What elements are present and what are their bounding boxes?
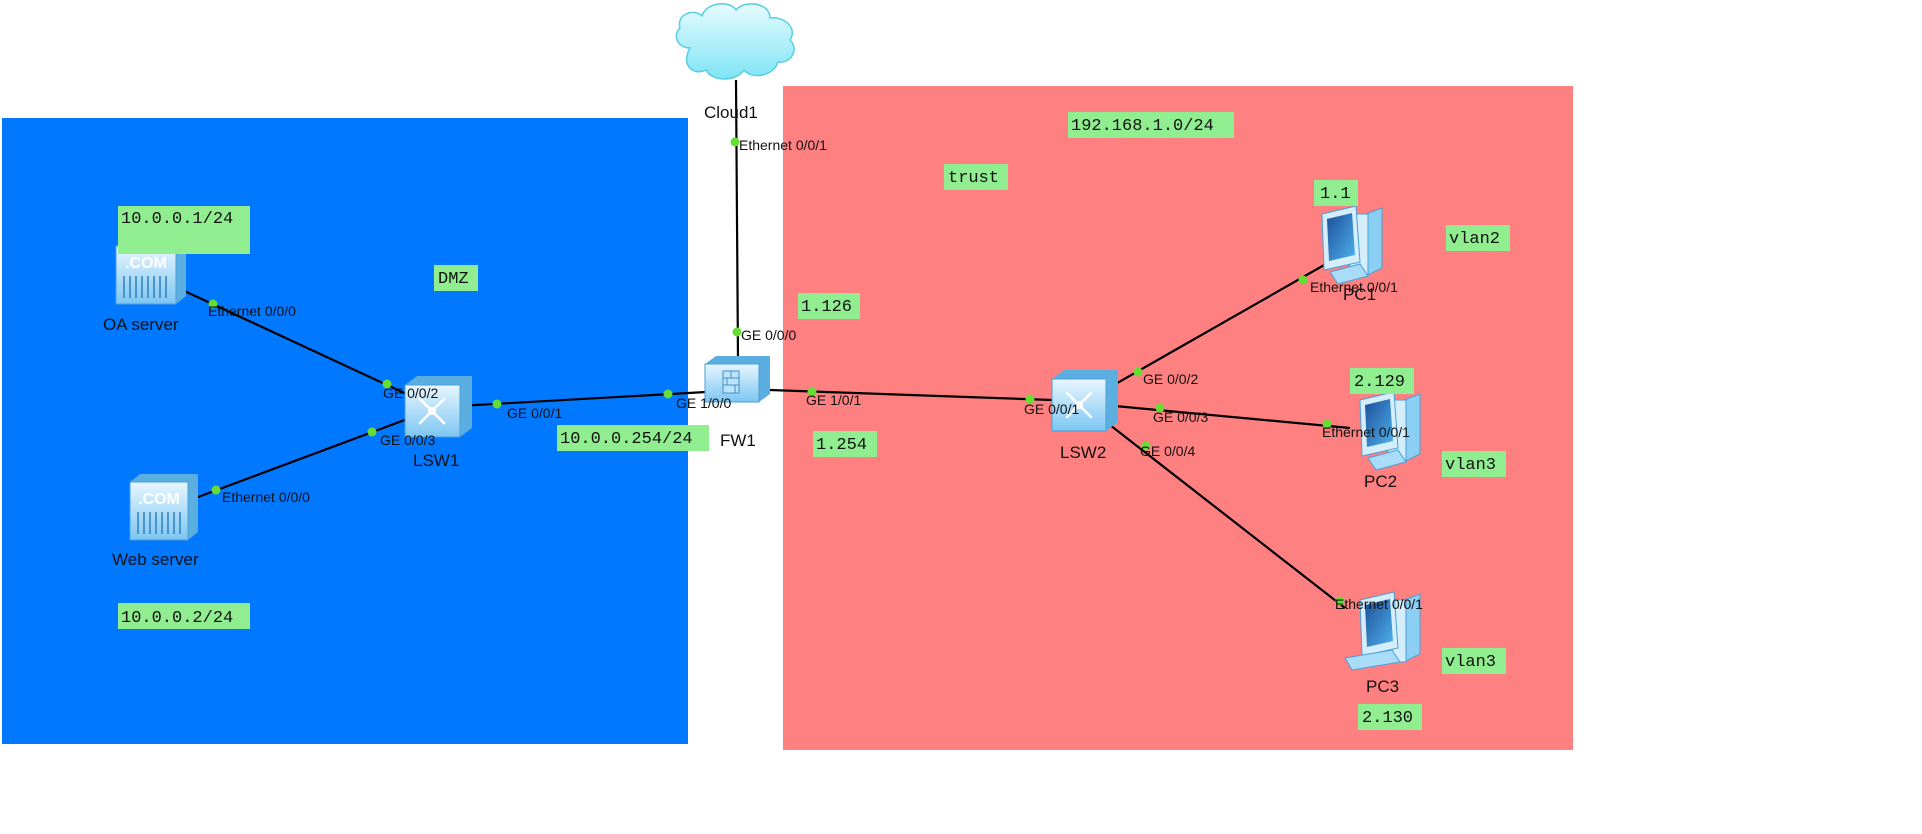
fw1-device[interactable]: FW1	[704, 356, 770, 450]
svg-text:.COM: .COM	[138, 491, 180, 508]
link-lsw2-pc2	[1114, 404, 1351, 430]
link-lsw2-pc3	[1109, 424, 1346, 609]
port-dot	[1155, 403, 1165, 413]
pc3-device[interactable]: PC3	[1344, 591, 1421, 696]
port-label-lsw2-ge004: GE 0/0/4	[1140, 443, 1195, 459]
trust-zone	[783, 86, 1573, 750]
switch-icon	[1051, 370, 1118, 432]
note-fw-dmz-ip: 10.0.0.254/24	[560, 430, 693, 449]
web-server-device[interactable]: .COM Web server	[112, 474, 199, 569]
link-cloud1-fw1	[734, 79, 740, 361]
port-dot	[1335, 596, 1345, 606]
note-pc3-vlan: vlan3	[1445, 653, 1496, 672]
port-label-lsw2-ge001: GE 0/0/1	[1024, 401, 1079, 417]
port-dot	[730, 137, 740, 147]
port-label-pc2-eth: Ethernet 0/0/1	[1322, 424, 1410, 440]
lsw2-device[interactable]: LSW2	[1051, 370, 1118, 462]
port-label-lsw2-ge002: GE 0/0/2	[1143, 371, 1198, 387]
pc2-device[interactable]: PC2	[1359, 391, 1421, 491]
web-server-label: Web server	[112, 550, 199, 569]
pc3-label: PC3	[1366, 677, 1399, 696]
note-pc1-ip: 1.1	[1320, 185, 1351, 204]
note-dmz: DMZ	[438, 270, 469, 289]
port-dot	[208, 299, 218, 309]
oa-server-label: OA server	[103, 315, 179, 334]
note-pc2-ip: 2.129	[1354, 373, 1405, 392]
port-dot	[211, 485, 221, 495]
port-label-oa-eth: Ethernet 0/0/0	[208, 303, 296, 319]
port-label-web-eth: Ethernet 0/0/0	[222, 489, 310, 505]
pc2-label: PC2	[1364, 472, 1397, 491]
port-dot	[1133, 367, 1143, 377]
pc-icon	[1359, 391, 1421, 471]
note-pc3-ip: 2.130	[1362, 709, 1413, 728]
firewall-icon	[704, 356, 770, 403]
cloud1-device[interactable]: Cloud1	[675, 3, 795, 122]
port-label-lsw1-ge003: GE 0/0/3	[380, 432, 435, 448]
cloud1-label: Cloud1	[704, 103, 758, 122]
note-fw-cloud-ip: 1.126	[801, 298, 852, 317]
note-pc1-vlan: vlan2	[1449, 230, 1500, 249]
port-label-lsw1-ge002: GE 0/0/2	[383, 385, 438, 401]
pc-icon	[1321, 205, 1383, 285]
note-trust: trust	[948, 169, 999, 188]
cloud-icon	[675, 3, 795, 80]
switch-icon	[404, 376, 472, 438]
port-dot	[367, 427, 377, 437]
note-web-ip: 10.0.0.2/24	[121, 609, 233, 628]
pc1-label: PC1	[1343, 285, 1376, 304]
oa-server-device[interactable]: .COM OA server	[103, 238, 186, 334]
port-label-cloud-eth: Ethernet 0/0/1	[739, 137, 827, 153]
note-pc2-vlan: vlan3	[1445, 456, 1496, 475]
port-dot	[1298, 275, 1308, 285]
port-dot	[732, 327, 742, 337]
port-dots	[208, 137, 1345, 606]
port-label-fw-ge101: GE 1/0/1	[806, 392, 861, 408]
port-dot	[1322, 419, 1332, 429]
note-trust-net: 192.168.1.0/24	[1071, 117, 1214, 136]
port-label-pc3-eth: Ethernet 0/0/1	[1335, 596, 1423, 612]
fw1-label: FW1	[720, 431, 756, 450]
port-dot	[1025, 394, 1035, 404]
note-fw-trust-ip: 1.254	[816, 436, 867, 455]
link-oa-lsw1	[177, 287, 416, 399]
port-dot	[492, 399, 502, 409]
web-server-icon: .COM	[115, 238, 186, 305]
web-server-icon: .COM	[129, 474, 198, 541]
pc1-device[interactable]: PC1	[1321, 205, 1383, 304]
pc-icon	[1344, 591, 1421, 671]
port-dot	[382, 379, 392, 389]
notes: 10.0.0.1/24 10.0.0.2/24 DMZ 10.0.0.254/2…	[118, 112, 1510, 730]
port-label-lsw1-ge001: GE 0/0/1	[507, 405, 562, 421]
note-oa-ip: 10.0.0.1/24	[121, 210, 233, 229]
port-dot	[663, 389, 673, 399]
port-dot	[807, 387, 817, 397]
port-dot	[1141, 441, 1151, 451]
port-labels: Ethernet 0/0/1 GE 0/0/0 Ethernet 0/0/0 G…	[208, 137, 1423, 612]
port-label-fw-ge100: GE 1/0/0	[676, 395, 731, 411]
port-label-fw-ge000: GE 0/0/0	[741, 327, 796, 343]
port-label-pc1-eth: Ethernet 0/0/1	[1310, 279, 1398, 295]
port-label-lsw2-ge003: GE 0/0/3	[1153, 409, 1208, 425]
lsw2-label: LSW2	[1060, 443, 1106, 462]
lsw1-device[interactable]: LSW1	[404, 376, 472, 470]
svg-text:.COM: .COM	[125, 255, 167, 272]
link-fw1-lsw2	[769, 388, 1053, 402]
lsw1-label: LSW1	[413, 451, 459, 470]
